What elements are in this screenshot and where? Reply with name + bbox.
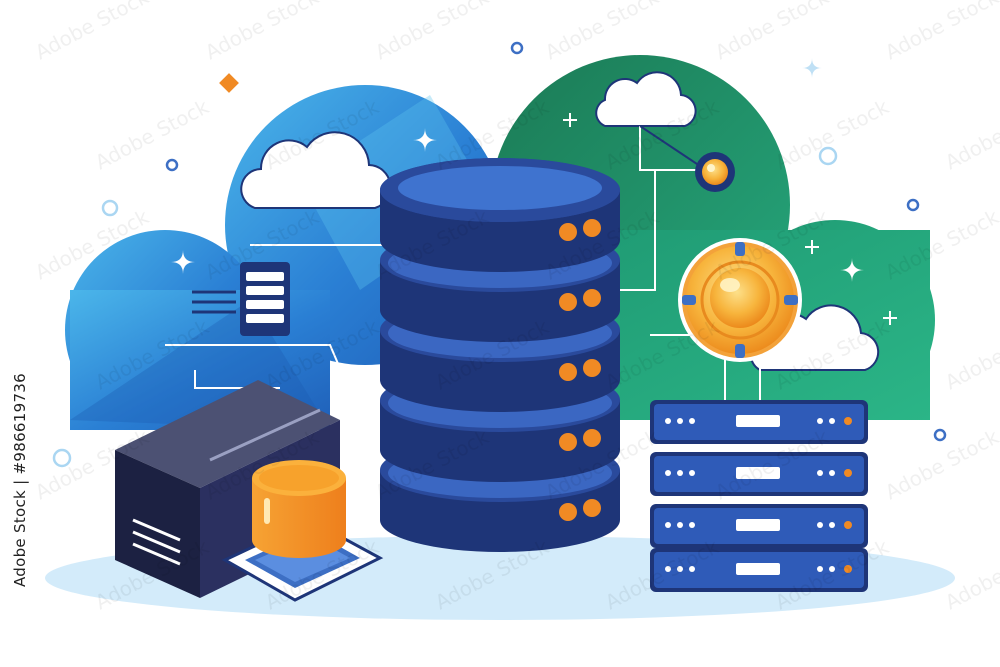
stock-id-text: Adobe Stock | #986619736: [11, 373, 30, 587]
server-rack-icon: [650, 400, 868, 592]
server-unit: [650, 452, 868, 496]
watermark-text: Adobe Stock: [941, 94, 1000, 174]
watermark-text: Adobe Stock: [881, 0, 1000, 64]
watermark-text: Adobe Stock: [201, 0, 323, 64]
server-unit: [650, 400, 868, 444]
watermark-text: Adobe Stock: [31, 0, 153, 64]
watermark-text: Adobe Stock: [711, 0, 833, 64]
watermark-text: Adobe Stock: [941, 314, 1000, 394]
watermark-text: Adobe Stock: [541, 0, 663, 64]
document-icon: [192, 262, 290, 336]
server-unit: [650, 504, 868, 548]
watermark-text: Adobe Stock: [91, 94, 213, 174]
cloud-icon: [240, 131, 392, 209]
cloud-icon: [595, 71, 697, 127]
sparkle-icon: [52, 41, 947, 468]
server-unit: [650, 548, 868, 592]
database-stack-icon: [380, 158, 620, 552]
network-node-icon: [695, 152, 735, 192]
circuit-lines: [165, 125, 761, 400]
database-top: [380, 158, 620, 222]
cylinder-icon: [252, 460, 346, 558]
network-node-icon: [678, 238, 802, 362]
watermark-text: Adobe Stock: [881, 424, 1000, 504]
watermark-text: Adobe Stock: [371, 0, 493, 64]
stock-id-label: Adobe Stock | #986619736: [8, 360, 32, 600]
